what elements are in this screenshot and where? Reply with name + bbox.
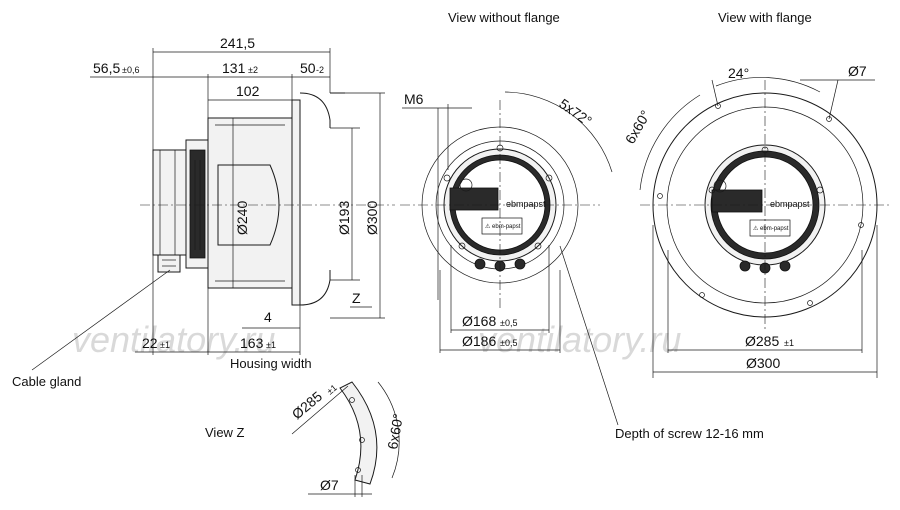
- housing-width-label: Housing width: [230, 356, 312, 371]
- section-marker-z: Z: [352, 290, 361, 306]
- dim-dia-285: Ø285: [745, 333, 779, 349]
- dim-163: 163: [240, 335, 264, 351]
- dim-6x60: 6x60°: [622, 107, 654, 146]
- view-z-title: View Z: [205, 425, 245, 440]
- dim-dia-7-top: Ø7: [848, 63, 867, 79]
- dim-50-tol: -2: [316, 65, 324, 75]
- brand-logo-left: ebmpapst: [506, 199, 546, 209]
- dim-56-5: 56,5: [93, 60, 120, 76]
- dim-5x72: 5x72°: [556, 95, 595, 129]
- dim-overall-length: 241,5: [220, 35, 255, 51]
- view-with-flange: View with flange ⚠ ebm-papst ebmpapst 24…: [622, 10, 890, 378]
- depth-of-screw-label: Depth of screw 12-16 mm: [615, 426, 764, 441]
- dim-dia-168-tol: ±0,5: [500, 318, 517, 328]
- dim-131-tol: ±2: [248, 65, 258, 75]
- dim-dia-285-tol: ±1: [784, 338, 794, 348]
- view-without-flange: View without flange ⚠ ebm-papst ebmpapst…: [400, 10, 764, 441]
- dim-4: 4: [264, 309, 272, 325]
- dim-dia-186-tol: ±0,5: [500, 338, 517, 348]
- dim-22-tol: ±1: [160, 340, 170, 350]
- watermark-right: ventilatory.ru: [478, 319, 681, 360]
- cable-gland-label: Cable gland: [12, 374, 81, 389]
- dim-56-5-tol: ±0,6: [122, 65, 139, 75]
- z-dim-dia-285: Ø285: [289, 388, 326, 422]
- dim-dia-168: Ø168: [462, 313, 496, 329]
- dim-m6: M6: [404, 91, 424, 107]
- dim-131: 131: [222, 60, 246, 76]
- watermark-left: ventilatory.ru: [72, 319, 275, 360]
- warning-plate-text-right: ⚠ ebm-papst: [753, 225, 789, 232]
- z-dim-6x60: 6x60°: [384, 412, 406, 450]
- z-dim-dia-7: Ø7: [320, 477, 339, 493]
- dim-dia-240: Ø240: [234, 201, 250, 235]
- dim-angle-24: 24°: [728, 65, 749, 81]
- dim-dia-300-front: Ø300: [746, 355, 780, 371]
- view-with-flange-title: View with flange: [718, 10, 812, 25]
- view-z: View Z Ø285 ±1 6x60° Ø7: [205, 381, 406, 497]
- side-view: [140, 92, 395, 306]
- warning-plate-text: ⚠ ebm-papst: [485, 223, 521, 230]
- dim-dia-186: Ø186: [462, 333, 496, 349]
- dim-102: 102: [236, 83, 260, 99]
- dim-dia-193: Ø193: [336, 201, 352, 235]
- brand-logo-right: ebmpapst: [770, 199, 810, 209]
- dim-163-tol: ±1: [266, 340, 276, 350]
- z-dim-dia-285-tol: ±1: [325, 382, 339, 396]
- side-view-dimensions: 241,5 56,5 ±0,6 131 ±2 50 -2 102 Ø240 Ø1…: [12, 35, 385, 389]
- dim-dia-300-side: Ø300: [364, 201, 380, 235]
- dim-22: 22: [142, 335, 158, 351]
- view-without-flange-title: View without flange: [448, 10, 560, 25]
- dim-50: 50: [300, 60, 316, 76]
